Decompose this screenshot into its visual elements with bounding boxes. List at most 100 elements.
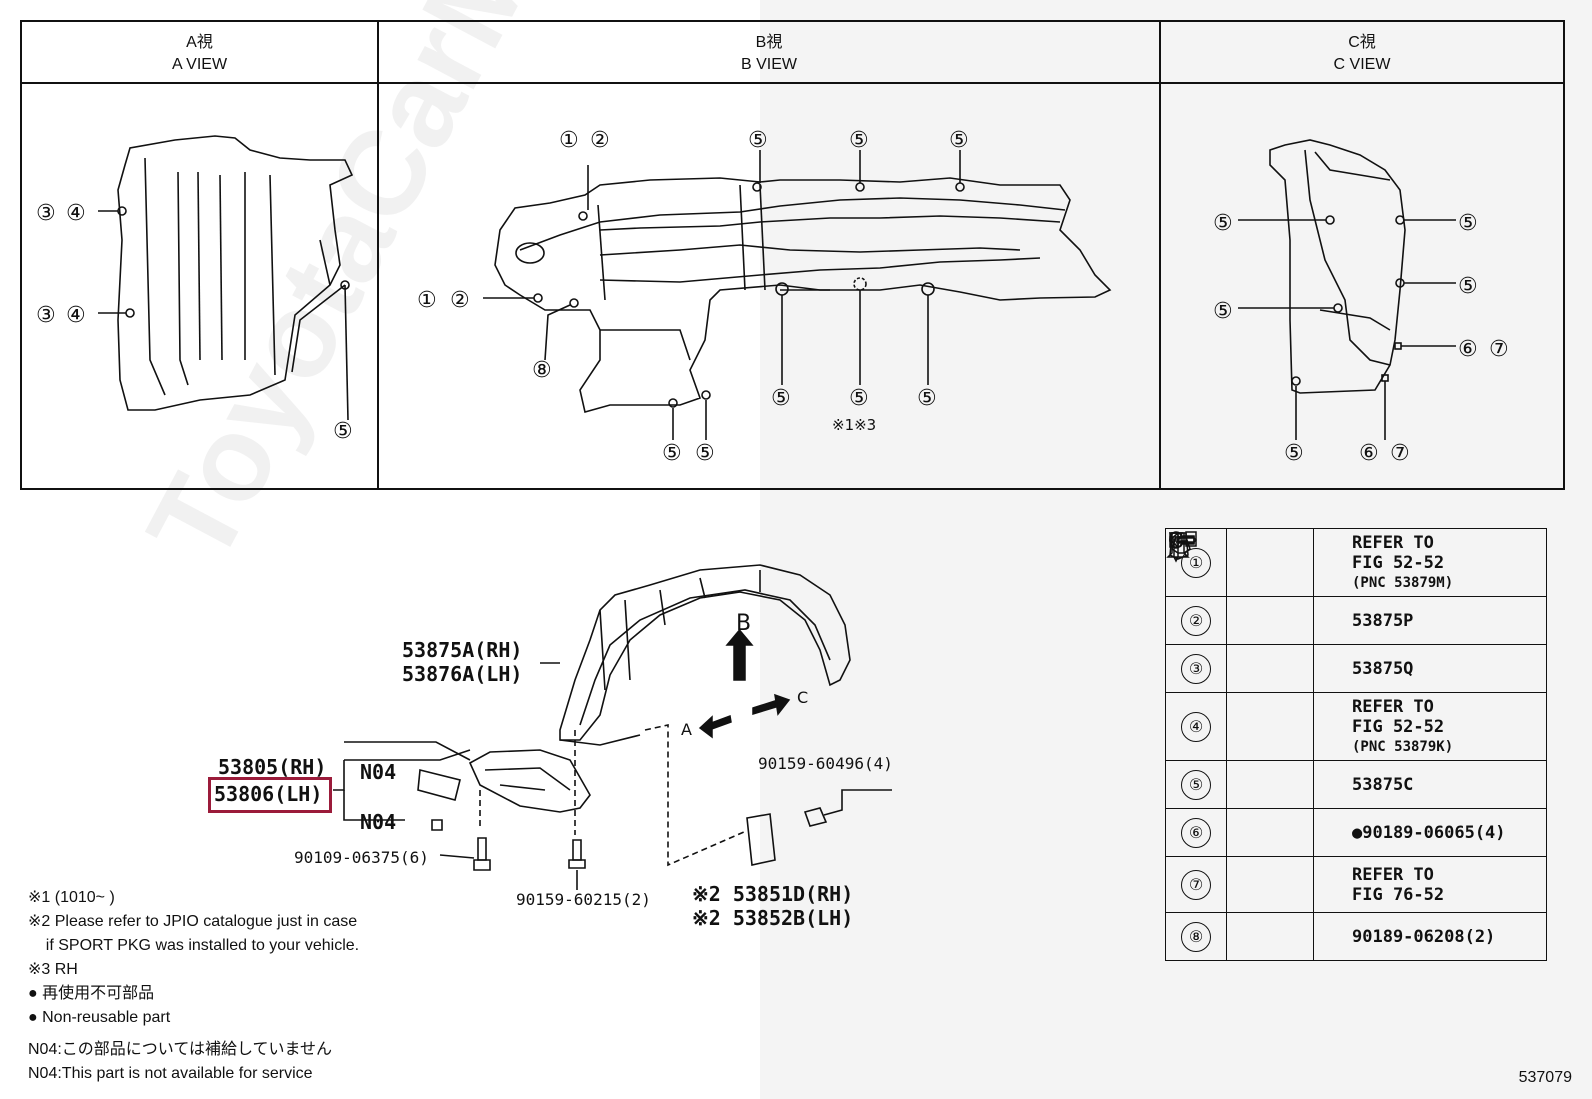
note-8: N04:This part is not available for servi… — [28, 1065, 313, 1082]
callout-a-4b: ④ — [66, 303, 86, 328]
mudguard-lh-label: ※2 53852B(LH) — [692, 906, 854, 930]
nut-icon — [1165, 531, 1314, 961]
view-b: B視 B VIEW — [379, 22, 1161, 488]
clip-icon — [1170, 528, 1314, 597]
callout-b-5h: ⑤ — [695, 441, 715, 466]
callout-a-3b: ③ — [36, 303, 56, 328]
highlighted-part-box[interactable] — [208, 777, 332, 813]
view-a-title-en: A VIEW — [171, 56, 228, 73]
desc-line: FIG 52-52 — [1352, 552, 1445, 573]
clip-nut-icon — [1168, 531, 1314, 761]
callout-a-4a: ④ — [66, 201, 86, 226]
table-row[interactable]: ⑧ 90189-06208(2) — [1165, 531, 1547, 961]
table-row[interactable]: ⑥ ●90189-06065(4) — [1165, 530, 1547, 857]
callout-b-2b: ② — [450, 288, 470, 313]
desc-line: 53875C — [1313, 760, 1547, 809]
desc-line: 90189-06208(2) — [1313, 912, 1547, 961]
rivet-icon — [1168, 530, 1314, 857]
callout-b-5d: ⑤ — [771, 386, 791, 411]
callout-c-5d: ⑤ — [1213, 299, 1233, 324]
bolt-icon — [1168, 530, 1314, 693]
note-6: ● Non-reusable part — [28, 1009, 171, 1026]
row-number: ② — [1181, 605, 1211, 636]
view-b-header: B視 B VIEW — [379, 22, 1159, 84]
tapping-screw-icon — [1168, 531, 1314, 913]
callout-b-5c: ⑤ — [949, 128, 969, 153]
row-number: ⑤ — [1181, 769, 1211, 800]
n04-bottom-label: N04 — [360, 810, 397, 834]
arrow-letters: B A C — [681, 611, 808, 739]
callout-a-3a: ③ — [36, 201, 56, 226]
fender-liner-drawing — [540, 564, 851, 746]
bolt-a-label: 90159-60496(4) — [758, 754, 893, 773]
n04-top-label: N04 — [360, 760, 397, 784]
callout-b-1a: ① — [559, 128, 579, 153]
desc-line: 53875P — [1313, 596, 1547, 645]
table-row[interactable]: ⑤ 53875C — [1165, 530, 1547, 809]
callout-c-7a: ⑦ — [1489, 337, 1509, 362]
table-row[interactable]: ② 53875P — [1165, 531, 1547, 645]
row-number: ① — [1181, 547, 1211, 578]
callout-b-5b: ⑤ — [849, 128, 869, 153]
desc-line: REFER TO — [1352, 532, 1434, 553]
liner-rh-label: 53875A(RH) — [402, 638, 523, 662]
callout-c-5a: ⑤ — [1213, 211, 1233, 236]
note-2: ※2 Please refer to JPIO catalogue just i… — [28, 913, 358, 930]
note-1: ※1 (1010~ ) — [28, 889, 115, 906]
row-number: ⑦ — [1181, 869, 1211, 900]
callout-c-5e: ⑤ — [1284, 441, 1304, 466]
liner-lh-label: 53876A(LH) — [402, 662, 523, 686]
callout-c-7b: ⑦ — [1390, 441, 1410, 466]
note-7: N04:この部品については補給していません — [28, 1041, 333, 1058]
view-a-title-ja: A視 — [186, 34, 213, 51]
arrow-a-label: A — [681, 720, 692, 739]
bolt-b-label: 90109-06375(6) — [294, 848, 429, 867]
push-clip-icon — [1168, 530, 1314, 809]
callout-b-5g: ⑤ — [662, 441, 682, 466]
b-view-note: ※1※3 — [832, 416, 876, 434]
note-4: ※3 RH — [28, 961, 78, 978]
callout-a-5: ⑤ — [333, 419, 353, 444]
seal-rh-label: 53805(RH) — [218, 755, 327, 779]
callout-c-6a: ⑥ — [1458, 337, 1478, 362]
callout-b-5f: ⑤ — [917, 386, 937, 411]
mudguard-rh-label: ※2 53851D(RH) — [692, 882, 854, 906]
desc-line: ●90189-06065(4) — [1313, 808, 1547, 857]
arrow-c-label: C — [797, 688, 808, 707]
view-b-title-ja: B視 — [755, 34, 783, 51]
view-a: A視 A VIEW — [22, 22, 379, 488]
row-number: ⑧ — [1181, 921, 1211, 952]
view-b-title-en: B VIEW — [740, 56, 797, 73]
footnotes: ※1 (1010~ ) ※2 Please refer to JPIO cata… — [28, 886, 359, 1086]
callout-b-1b: ① — [417, 288, 437, 313]
desc-line: (PNC 53879M) — [1352, 574, 1454, 591]
direction-arrows — [698, 628, 791, 739]
view-c: C視 C VIEW — [1161, 22, 1563, 488]
view-callouts: ③ ④ ③ ④ ⑤ ① ② ⑤ ⑤ ⑤ ① ② ⑧ ⑤ ⑤ ⑤ ⑤ ⑤ ⑤ ⑤ … — [36, 128, 1509, 466]
note-3: if SPORT PKG was installed to your vehic… — [28, 937, 360, 954]
desc-line: (PNC 53879K) — [1352, 738, 1454, 755]
desc-line: REFER TO — [1352, 696, 1434, 717]
table-row[interactable]: ③ 53875Q — [1165, 530, 1547, 693]
arrow-b-label: B — [736, 611, 751, 636]
bolt-c-label: 90159-60215(2) — [516, 890, 651, 909]
seal-drawing — [333, 741, 591, 821]
note-5: ● 再使用不可部品 — [28, 985, 155, 1002]
callout-b-5e: ⑤ — [849, 386, 869, 411]
view-c-title-ja: C視 — [1348, 34, 1376, 51]
desc-line: REFER TO — [1352, 864, 1434, 885]
callout-c-6b: ⑥ — [1359, 441, 1379, 466]
view-c-title-en: C VIEW — [1333, 56, 1391, 73]
callout-b-5a: ⑤ — [748, 128, 768, 153]
fastener-drawings — [431, 789, 892, 890]
b-view-part-outline — [483, 150, 1112, 440]
screw-icon — [1168, 531, 1314, 645]
a-view-part-outline — [98, 135, 354, 421]
view-a-header: A視 A VIEW — [22, 22, 377, 84]
row-number: ③ — [1181, 653, 1211, 684]
